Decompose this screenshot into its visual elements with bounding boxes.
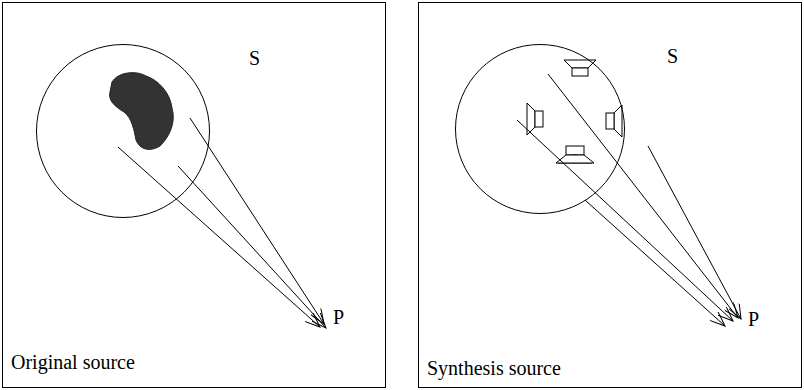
circle-outline — [455, 44, 625, 214]
sound-rays — [118, 118, 326, 328]
source-region-circle: S — [36, 44, 210, 218]
panel-caption: Synthesis source — [427, 357, 561, 380]
circle-outline — [36, 44, 210, 218]
source-region-circle: S — [455, 44, 625, 214]
panel-frame: Original source S — [2, 2, 386, 388]
region-label: S — [667, 45, 678, 68]
panel-frame: Synthesis source S — [418, 2, 802, 388]
panel-caption: Original source — [11, 351, 135, 374]
point-label: P — [333, 306, 344, 329]
region-label: S — [249, 47, 260, 70]
point-label: P — [748, 308, 759, 331]
loudspeakers — [527, 60, 622, 163]
sound-rays — [517, 74, 741, 326]
source-blob — [110, 73, 174, 150]
